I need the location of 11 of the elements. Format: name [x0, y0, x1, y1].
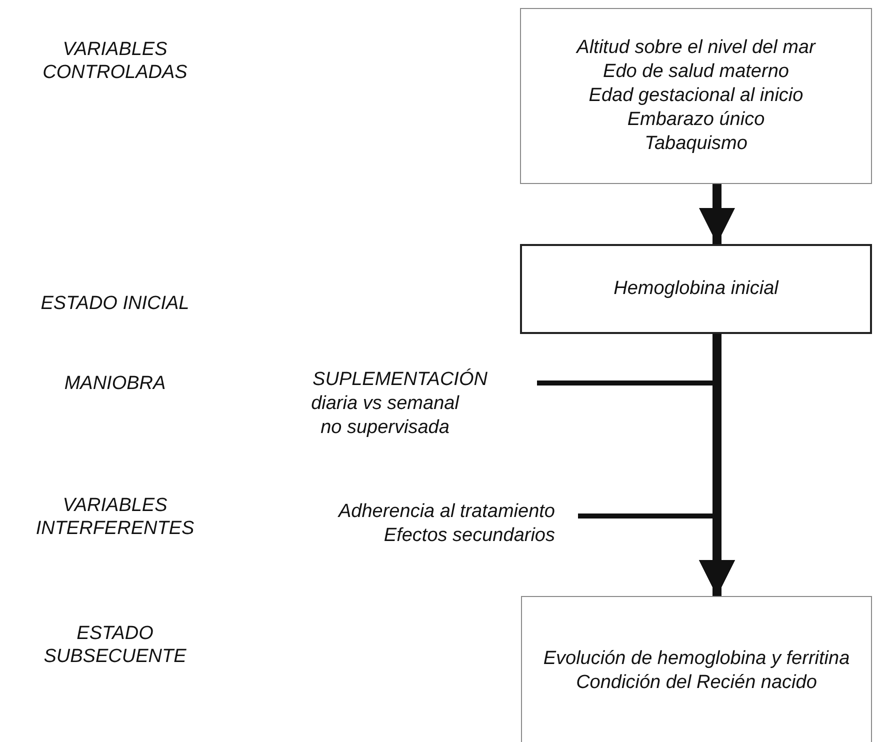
initial-state-box: Hemoglobina inicial	[520, 244, 872, 334]
row-label: VARIABLES CONTROLADAS	[42, 38, 188, 84]
row-label: MANIOBRA	[63, 372, 167, 395]
row-label: VARIABLES INTERFERENTES	[34, 494, 196, 540]
controlled-variables-box: Altitud sobre el nivel del mar Edo de salud materno Edad gestacional al inicio Embarazo único Tabaquismo	[520, 8, 872, 184]
interfering-variables-text: Adherencia al tratamiento Efectos secundarios	[300, 500, 555, 548]
maneuver-text: SUPLEMENTACIÓN diaria vs semanal no supervisada	[270, 368, 530, 440]
row-label: ESTADO INICIAL	[40, 292, 190, 315]
arrow	[699, 184, 735, 244]
outcome-box: Evolución de hemoglobina y ferritina Condición del Recién nacido	[521, 596, 872, 742]
row-label: ESTADO SUBSECUENTE	[42, 622, 188, 668]
